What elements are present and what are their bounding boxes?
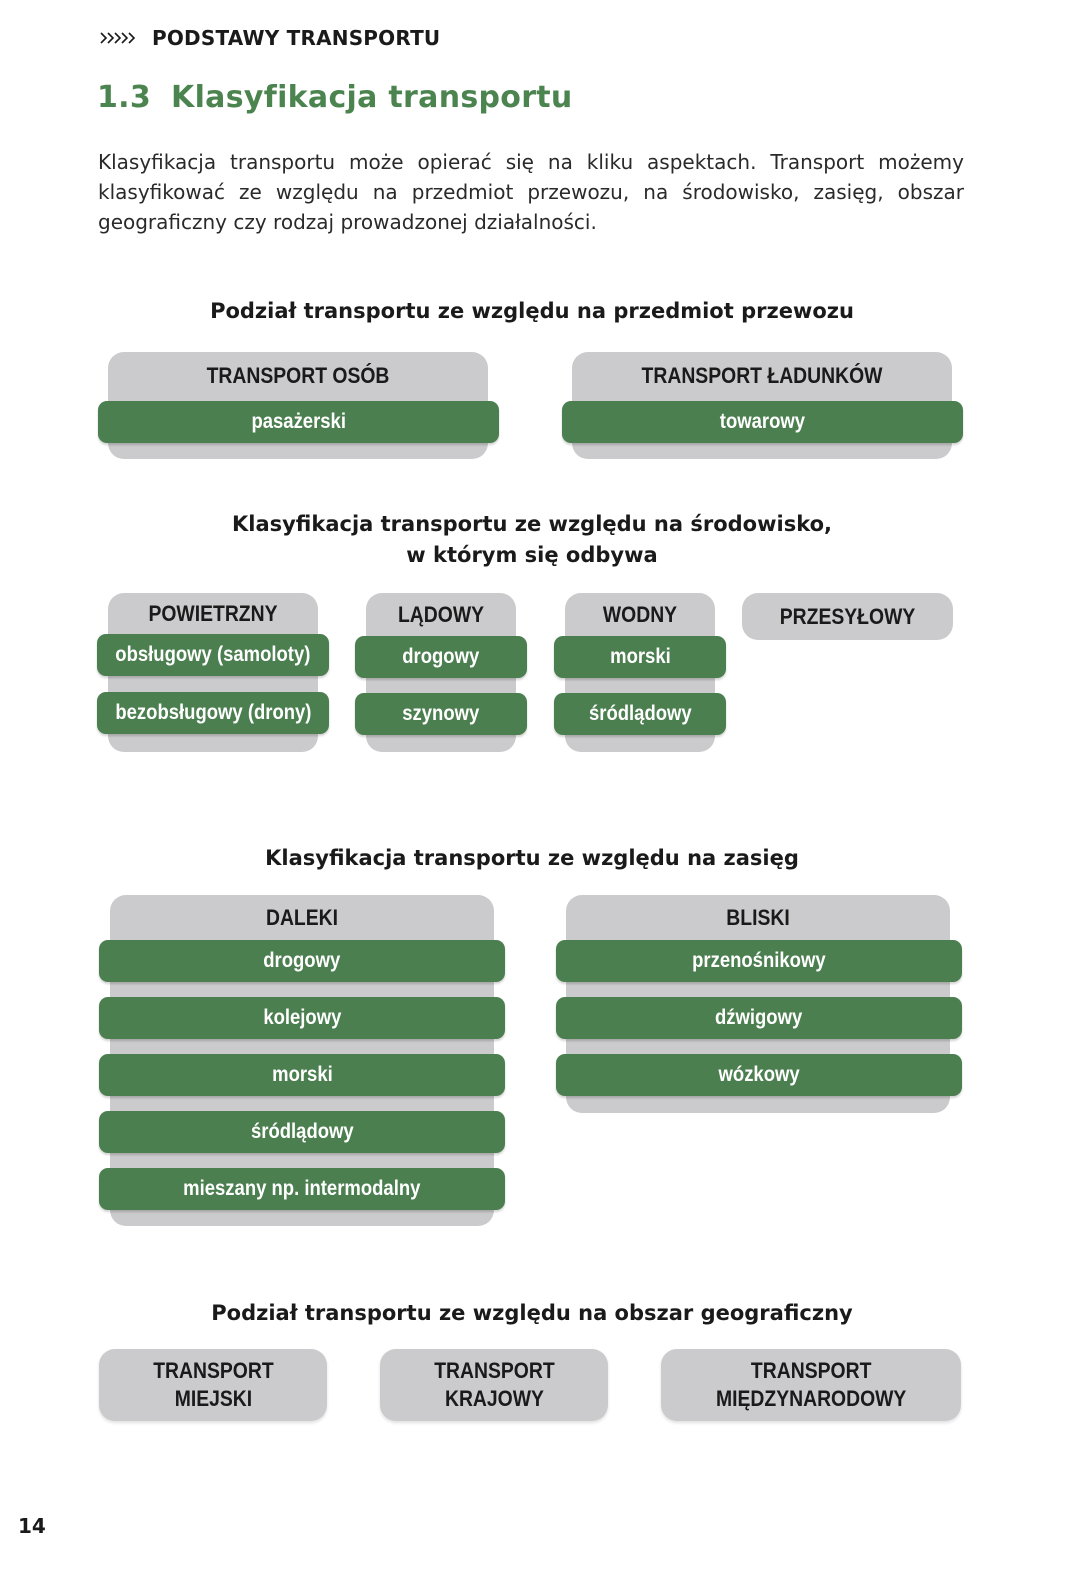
environment-title-line2: w którym się odbywa [406, 543, 658, 567]
card-head: TRANSPORT OSÓB [206, 363, 390, 388]
card-head: LĄDOWY [397, 602, 485, 627]
card-head: WODNY [602, 602, 678, 627]
pill-obslugowy: obsługowy (samoloty) [97, 634, 329, 676]
card-head: TRANSPORT ŁADUNKÓW [641, 363, 883, 388]
pill-drogowy: drogowy [355, 636, 527, 678]
double-chevron-right-icon [100, 32, 136, 44]
card-przesylowy: PRZESYŁOWY [742, 593, 953, 640]
pill-bliski-dzwigowy: dźwigowy [556, 997, 962, 1039]
environment-title-line1: Klasyfikacja transportu ze względu na śr… [231, 512, 833, 536]
card-head: PRZESYŁOWY [779, 603, 916, 629]
section-heading: 1.3 Klasyfikacja transportu [97, 74, 573, 120]
pill-morski: morski [554, 636, 726, 678]
pill-daleki-morski: morski [99, 1054, 505, 1096]
pill-daleki-drogowy: drogowy [99, 940, 505, 982]
card-head: POWIETRZNY [148, 601, 278, 626]
cargo-group-title: Podział transportu ze względu na przedmi… [210, 299, 854, 323]
section-number: 1.3 [97, 79, 152, 115]
intro-paragraph: Klasyfikacja transportu może opierać się… [98, 150, 964, 234]
card-head: DALEKI [265, 905, 339, 930]
range-group-title: Klasyfikacja transportu ze względu na za… [265, 846, 799, 870]
pill-srodladowy: śródlądowy [554, 693, 726, 735]
pill-pasazerski: pasażerski [98, 401, 499, 443]
pill-bliski-przenosnikowy: przenośnikowy [556, 940, 962, 982]
page-number: 14 [18, 1514, 46, 1538]
environment-group-title: Klasyfikacja transportu ze względu na śr… [100, 509, 964, 571]
pill-daleki-mieszany: mieszany np. intermodalny [99, 1168, 505, 1210]
card-head: BLISKI [726, 905, 790, 930]
section-title: Klasyfikacja transportu [171, 79, 573, 115]
pill-bliski-wozkowy: wózkowy [556, 1054, 962, 1096]
pill-bezobslugowy: bezobsługowy (drony) [97, 692, 329, 734]
pill-daleki-srodladowy: śródlądowy [99, 1111, 505, 1153]
header-label: PODSTAWY TRANSPORTU [152, 26, 441, 50]
pill-towarowy: towarowy [562, 401, 963, 443]
running-header: PODSTAWY TRANSPORTU [100, 24, 440, 52]
pill-szynowy: szynowy [355, 693, 527, 735]
pill-daleki-kolejowy: kolejowy [99, 997, 505, 1039]
geography-group-title: Podział transportu ze względu na obszar … [211, 1301, 853, 1325]
